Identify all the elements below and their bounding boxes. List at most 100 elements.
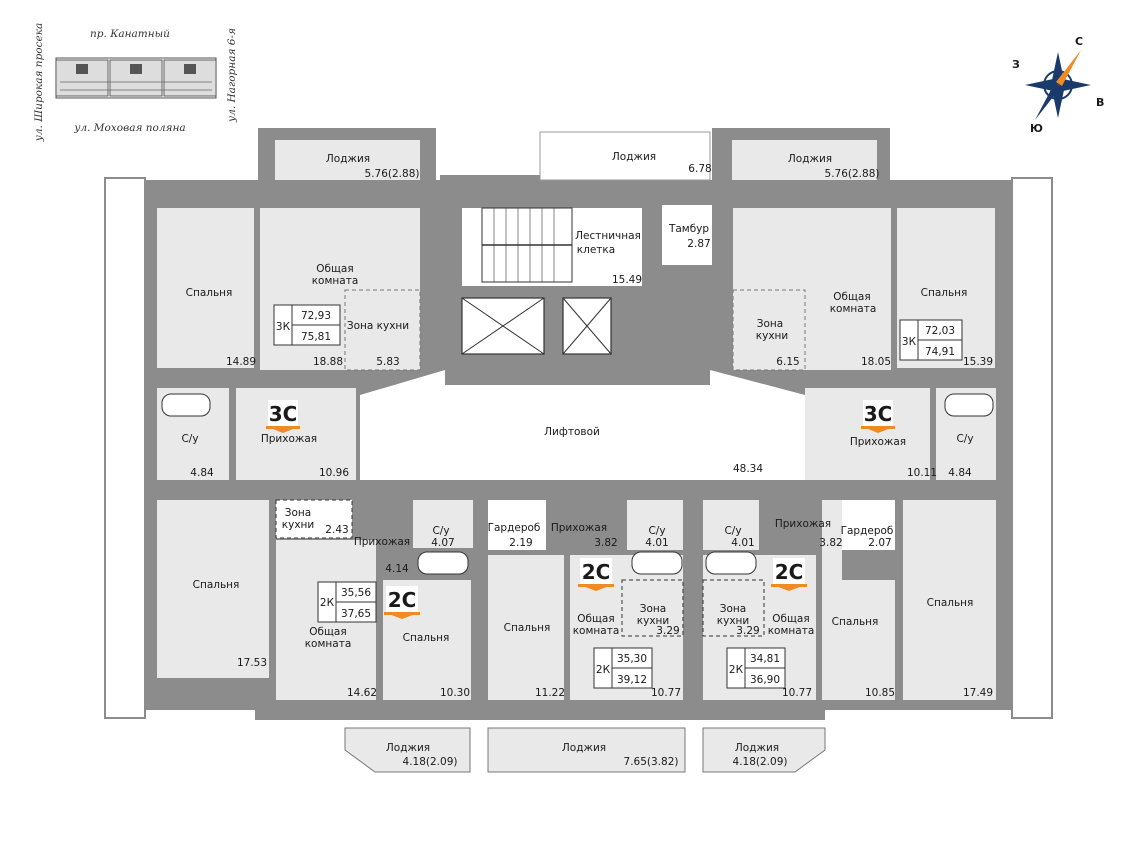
- room-r3-bedroom2: [903, 500, 996, 700]
- r3-tag: 3С: [864, 402, 893, 426]
- bathtub-icons: [161, 393, 994, 575]
- l2-rooms: 2К: [320, 597, 335, 609]
- l2-kitchen-label-1: Зона: [285, 507, 311, 519]
- cr2-bedroom-area: 10.85: [865, 687, 895, 699]
- l3-rooms: 3К: [276, 321, 291, 333]
- loggia-tc-area: 6.78: [688, 163, 711, 175]
- room-l2-kitchen: [275, 499, 353, 539]
- loggia-bottom-right: [702, 727, 826, 773]
- l2-bedroom-label: Спальня: [403, 632, 450, 644]
- cr2-kitchen-area: 3.29: [736, 625, 759, 637]
- l3-bedroom1-label: Спальня: [186, 287, 233, 299]
- r3-hall-label: Прихожая: [850, 436, 906, 448]
- l2-bedroom-area: 10.30: [440, 687, 470, 699]
- r3-rooms: 3К: [902, 336, 917, 348]
- stair-label-1: Лестничная: [575, 230, 641, 242]
- l2-common-label-1: Общая: [309, 626, 346, 638]
- room-cr2-wardrobe: [840, 500, 895, 550]
- cl2-common-label-1: Общая: [577, 613, 614, 625]
- building-thumbnail: [55, 57, 217, 99]
- cr2-wardrobe-label: Гардероб: [841, 525, 894, 537]
- l2-common-label-2: комната: [305, 638, 352, 650]
- l3-living: 72,93: [301, 310, 331, 322]
- room-cl2-kitchen: [621, 579, 684, 637]
- lift-hall: [360, 370, 805, 480]
- cl2-wardrobe-area: 2.19: [509, 537, 532, 549]
- compass-rose-icon: С В Ю З: [1012, 35, 1104, 135]
- cr2-bath-label: С/у: [724, 525, 741, 537]
- cr2-bedroom-label: Спальня: [832, 616, 879, 628]
- loggia-tc-name: Лоджия: [612, 151, 656, 163]
- cr2-wardrobe-area: 2.07: [868, 537, 891, 549]
- tambur: [662, 205, 712, 265]
- cr2-living: 34,81: [750, 653, 780, 665]
- r3-total: 74,91: [925, 346, 955, 358]
- r3-bath-area: 4.84: [948, 467, 972, 479]
- area-boxes: [273, 304, 963, 689]
- loggia-tr-name: Лоджия: [788, 153, 832, 165]
- room-cr2-bedroom: [822, 580, 895, 700]
- loggia-bottom-center: [487, 727, 686, 773]
- l3-kitchen-label: Зона кухни: [347, 320, 409, 332]
- r3-kitchen-label-1: Зона: [757, 318, 783, 330]
- tambur-area: 2.87: [687, 238, 710, 250]
- cl2-tag: 2С: [582, 560, 611, 584]
- loggia-bottom-left: [344, 727, 471, 773]
- r3-bath-label: С/у: [956, 433, 973, 445]
- l3-hall-label: Прихожая: [261, 433, 317, 445]
- lift-hall-label: Лифтовой: [544, 426, 600, 438]
- cl2-common-area: 10.77: [651, 687, 681, 699]
- loggia-tl-name: Лоджия: [326, 153, 370, 165]
- stair-label-2: клетка: [577, 244, 615, 256]
- cr2-kitchen-label-1: Зона: [720, 603, 746, 615]
- cr2-common-label-2: комната: [768, 625, 815, 637]
- room-l2-bath: [413, 500, 473, 548]
- room-cr2-kitchen: [702, 579, 765, 637]
- loggia-bc-name: Лоджия: [562, 742, 606, 754]
- street-north: пр. Канатный: [90, 28, 170, 40]
- cr2-common-label-1: Общая: [772, 613, 809, 625]
- loggias: [275, 131, 877, 773]
- l2-kitchen-label-2: кухни: [282, 519, 314, 531]
- key-map: пр. Канатный ул. Моховая поляна ул. Широ…: [33, 23, 238, 143]
- l3-kitchen-area: 5.83: [376, 356, 399, 368]
- l3-tag: 3С: [269, 402, 298, 426]
- l2-kitchen-area: 2.43: [325, 524, 348, 536]
- l3-common-area: 18.88: [313, 356, 343, 368]
- cr2-common-area: 10.77: [782, 687, 812, 699]
- r3-bedroom1-label: Спальня: [921, 287, 968, 299]
- cl2-kitchen-area: 3.29: [656, 625, 679, 637]
- tambur-label: Тамбур: [668, 223, 709, 235]
- l3-bedroom2-area: 17.53: [237, 657, 267, 669]
- r3-bedroom2-label: Спальня: [927, 597, 974, 609]
- cl2-rooms: 2К: [596, 664, 611, 676]
- r3-bedroom2-area: 17.49: [963, 687, 993, 699]
- room-cr2-bath: [703, 500, 759, 550]
- r3-hall-area: 10.11: [907, 467, 937, 479]
- room-r3-kitchen: [732, 289, 806, 371]
- loggia-br-area: 4.18(2.09): [733, 756, 788, 768]
- cl2-kitchen-label-2: кухни: [637, 615, 669, 627]
- street-west: ул. Широкая просека: [33, 23, 45, 143]
- compass-w: З: [1012, 58, 1020, 71]
- loggia-top-right: [732, 140, 877, 180]
- room-cl2-bedroom: [488, 555, 564, 700]
- cl2-hall-label: Прихожая: [551, 522, 607, 534]
- loggia-br-name: Лоджия: [735, 742, 779, 754]
- public-areas: [360, 205, 805, 480]
- l3-hall-area: 10.96: [319, 467, 349, 479]
- loggia-bc-area: 7.65(3.82): [624, 756, 679, 768]
- cr2-rooms: 2К: [729, 664, 744, 676]
- cr2-total: 36,90: [750, 674, 780, 686]
- r3-common-label-2: комната: [830, 303, 877, 315]
- l3-bedroom1-area: 14.89: [226, 356, 256, 368]
- apartment-tags: [266, 400, 895, 619]
- loggia-bl-name: Лоджия: [386, 742, 430, 754]
- l2-bath-label: С/у: [432, 525, 449, 537]
- room-cl2-bath: [627, 500, 683, 550]
- room-l3-bedroom2: [157, 500, 269, 678]
- cr2-tag: 2С: [775, 560, 804, 584]
- l2-common-area: 14.62: [347, 687, 377, 699]
- compass-n: С: [1075, 35, 1083, 48]
